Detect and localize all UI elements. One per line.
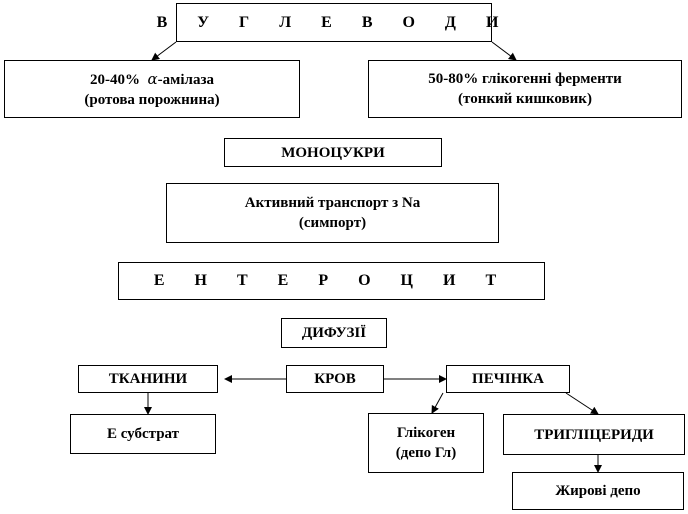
node-diffusion: ДИФУЗІЇ bbox=[281, 318, 387, 348]
node-liver-label: ПЕЧІНКА bbox=[472, 371, 544, 387]
node-diffusion-label: ДИФУЗІЇ bbox=[301, 325, 367, 341]
node-carbohydrates-label: В У Г Л Е В О Д И bbox=[156, 13, 512, 31]
arrow-carbs-to-glycogenic bbox=[491, 41, 517, 61]
node-carbohydrates: В У Г Л Е В О Д И bbox=[157, 3, 498, 42]
node-liver: ПЕЧІНКА bbox=[446, 365, 570, 393]
node-enterocyte: Е Н Т Е Р О Ц И Т bbox=[118, 262, 545, 300]
node-blood-label: КРОВ bbox=[314, 371, 356, 387]
node-transport-line1: Активний транспорт з Na bbox=[244, 195, 421, 211]
node-enterocyte-label: Е Н Т Е Р О Ц И Т bbox=[153, 272, 510, 289]
node-amylase: 20-40% α-амілаза (ротова порожнина) bbox=[4, 60, 300, 118]
arrow-liver-to-glycogen bbox=[431, 392, 444, 414]
node-fat-depot-label: Жирові депо bbox=[555, 483, 641, 499]
node-glycogen-line1: Глікоген bbox=[396, 425, 456, 441]
amylase-percent: 20-40% bbox=[90, 71, 141, 88]
arrow-carbs-to-amylase bbox=[151, 41, 177, 61]
node-amylase-line1: 20-40% α-амілаза bbox=[90, 69, 214, 90]
node-monosugars: МОНОЦУКРИ bbox=[224, 138, 442, 167]
amylase-label: -амілаза bbox=[157, 71, 214, 88]
node-glycogen: Глікоген (депо Гл) bbox=[368, 413, 484, 473]
node-transport-line2: (симпорт) bbox=[298, 215, 367, 231]
node-monosugars-label: МОНОЦУКРИ bbox=[281, 144, 385, 161]
node-active-transport: Активний транспорт з Na (симпорт) bbox=[166, 183, 499, 243]
node-blood: КРОВ bbox=[286, 365, 384, 393]
node-substrate-label: Е субстрат bbox=[106, 426, 180, 442]
node-fat-depot: Жирові депо bbox=[512, 472, 684, 510]
node-glycogenic-enzymes: 50-80% глікогенні ферменти (тонкий кишко… bbox=[368, 60, 682, 118]
node-triglycerides-label: ТРИГЛІЦЕРИДИ bbox=[534, 426, 654, 443]
node-glycogen-line2: (депо Гл) bbox=[395, 445, 457, 461]
node-tissues-label: ТКАНИНИ bbox=[108, 371, 188, 387]
arrow-liver-to-triglycerides bbox=[565, 392, 599, 415]
node-amylase-line2: (ротова порожнина) bbox=[84, 91, 220, 108]
node-glycogenic-line1: 50-80% глікогенні ферменти bbox=[428, 71, 622, 87]
node-glycogenic-line2: (тонкий кишковик) bbox=[458, 91, 592, 107]
node-energy-substrate: Е субстрат bbox=[70, 414, 216, 454]
node-triglycerides: ТРИГЛІЦЕРИДИ bbox=[503, 414, 685, 455]
alpha-symbol: α bbox=[147, 69, 158, 88]
node-tissues: ТКАНИНИ bbox=[78, 365, 218, 393]
